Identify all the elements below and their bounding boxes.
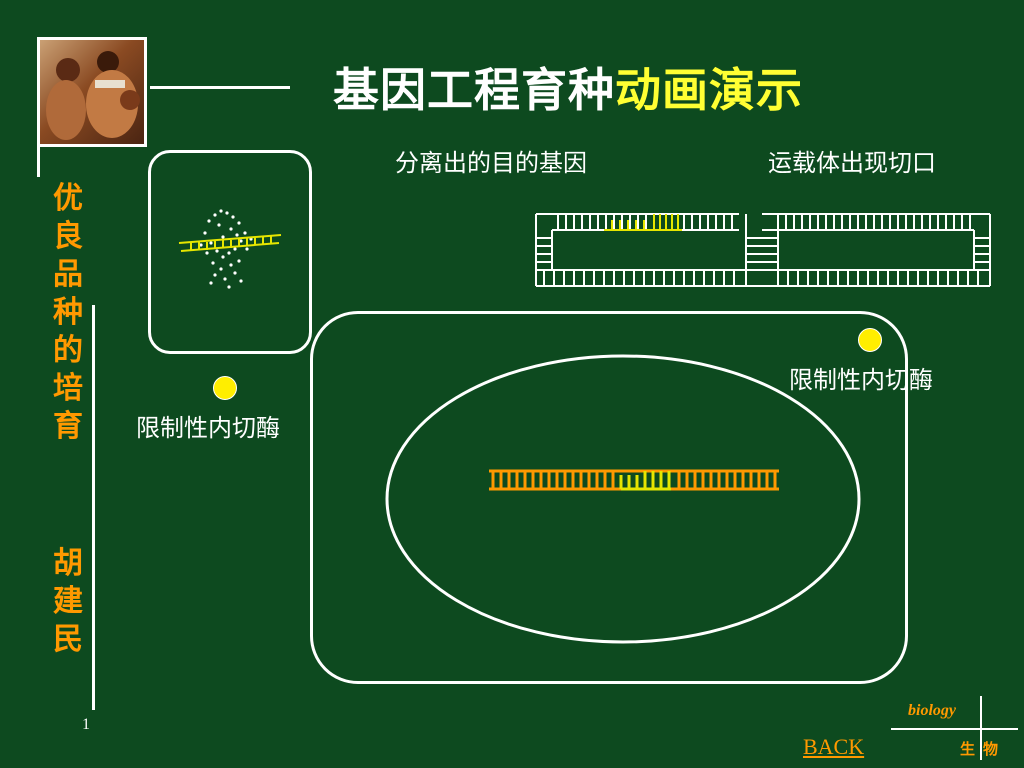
enzyme-dot-right: [858, 328, 882, 352]
label-enzyme-right: 限制性内切酶: [789, 366, 933, 394]
back-link[interactable]: BACK: [803, 734, 865, 759]
header-photo: [37, 37, 147, 147]
isolated-gene-graphic: [178, 209, 282, 289]
photo-connector-line: [37, 147, 40, 177]
label-enzyme-left: 限制性内切酶: [136, 414, 280, 442]
title-highlight: 动画演示: [615, 63, 803, 117]
label-target-gene: 分离出的目的基因: [395, 149, 587, 177]
gene-source-panel: [148, 150, 312, 354]
photo-image: [46, 51, 140, 140]
title-main: 基因工程育种: [333, 63, 615, 117]
enzyme-dot-left: [213, 376, 237, 400]
logo-horizontal-line: [891, 728, 1018, 730]
page-number: 1: [82, 716, 90, 733]
host-cell-panel: [310, 311, 908, 684]
logo-biology-text: biology: [908, 702, 956, 719]
logo-vertical-line: [980, 696, 982, 760]
vector-cut-diagram: [535, 213, 991, 287]
title-underline: [150, 86, 290, 89]
page-title: 基因工程育种动画演示: [333, 54, 803, 120]
sidebar-author: 胡建民: [53, 546, 83, 657]
logo-chinese-text: 生物: [960, 740, 1007, 758]
cell-outline: [385, 354, 861, 644]
sidebar-course-title: 优良品种的培育: [53, 181, 83, 444]
host-cell-graphic: [385, 354, 861, 644]
sidebar-divider: [92, 305, 95, 710]
label-vector-cut: 运载体出现切口: [768, 149, 936, 177]
